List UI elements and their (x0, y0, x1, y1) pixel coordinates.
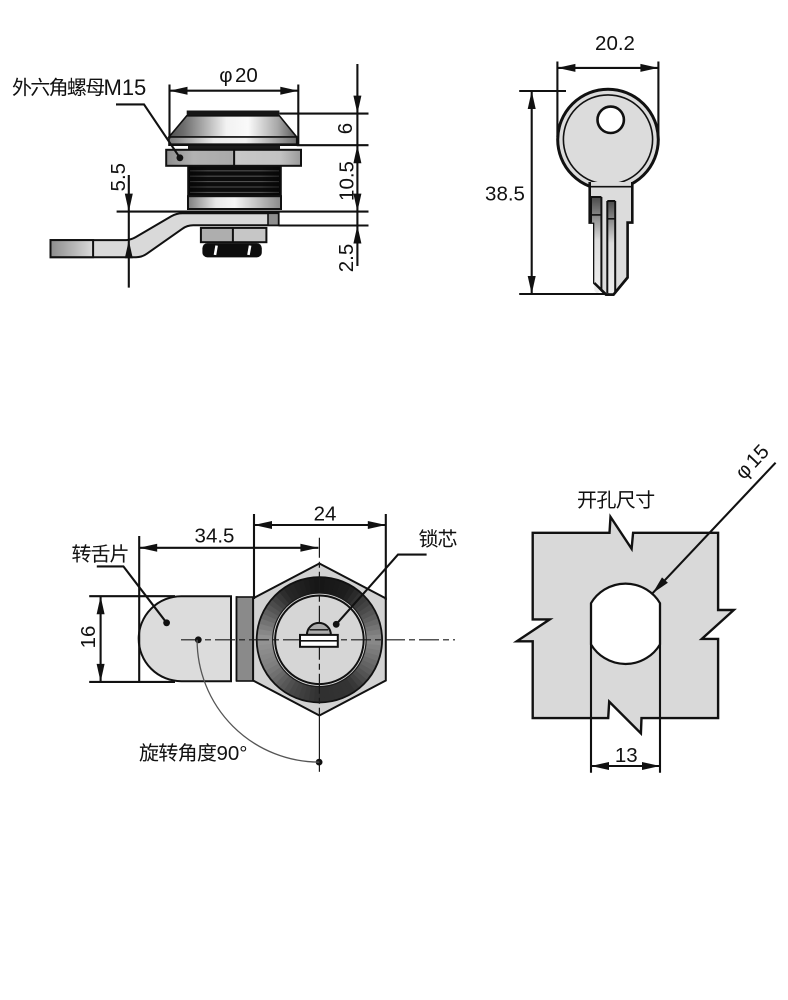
svg-text:38.5: 38.5 (485, 183, 525, 206)
svg-text:13: 13 (615, 744, 638, 767)
svg-text:24: 24 (314, 503, 337, 526)
svg-text:10.5: 10.5 (336, 161, 359, 201)
svg-text:φ20: φ20 (219, 64, 258, 87)
svg-text:34.5: 34.5 (195, 525, 235, 548)
svg-text:M15: M15 (104, 75, 147, 100)
svg-text:20.2: 20.2 (595, 32, 635, 55)
svg-text:16: 16 (77, 626, 100, 649)
svg-text:2.5: 2.5 (335, 244, 358, 273)
svg-text:6: 6 (334, 123, 357, 134)
svg-text:5.5: 5.5 (107, 163, 130, 192)
svg-text:90°: 90° (217, 742, 248, 765)
